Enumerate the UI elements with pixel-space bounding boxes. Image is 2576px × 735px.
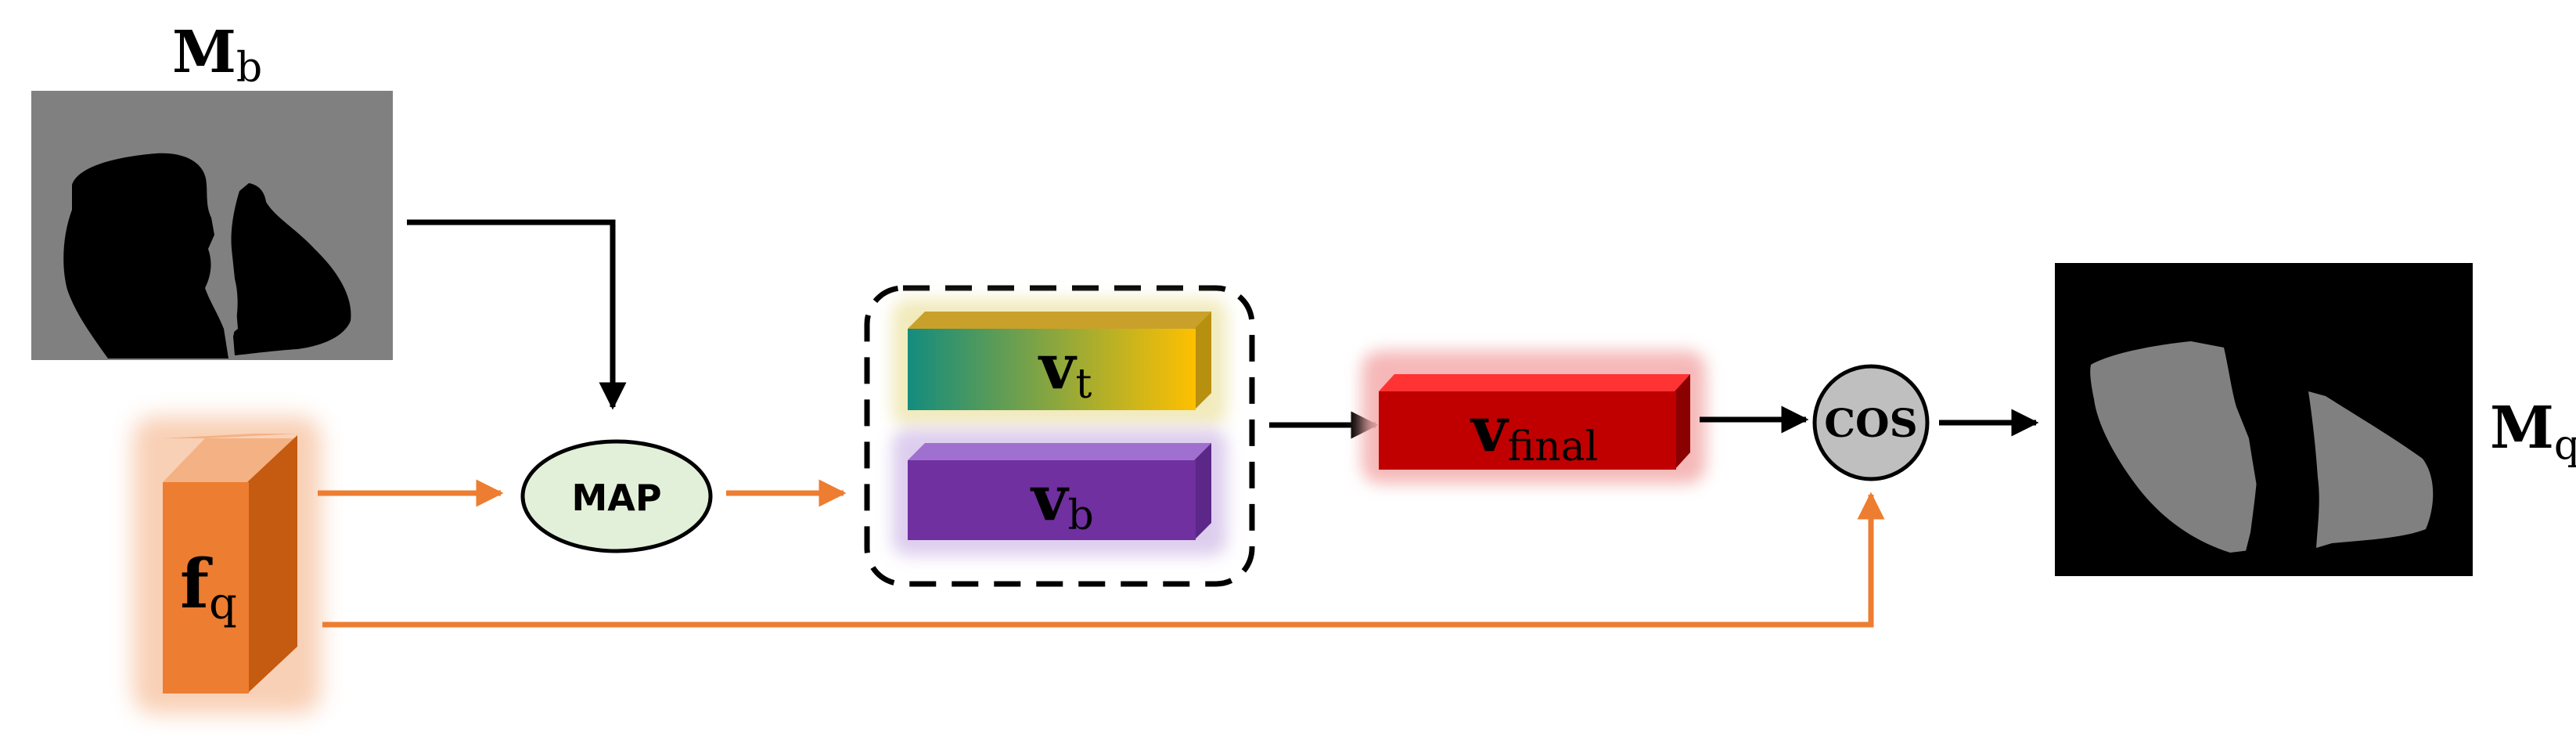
- cos-label: COS: [1824, 400, 1917, 446]
- mb-to-map-arrow: [407, 219, 627, 410]
- cos-node: [1812, 364, 1930, 481]
- map-node: [520, 439, 713, 553]
- vt-label: vt: [1038, 330, 1092, 408]
- vt-bar: [892, 299, 1227, 426]
- mb-label: Mb: [172, 19, 262, 92]
- fq-label: fq: [180, 545, 237, 629]
- fq-to-cos-arrow: [322, 492, 1885, 628]
- map-label: MAP: [571, 477, 661, 519]
- vb-bar: [892, 429, 1227, 556]
- support-mask-image: [31, 91, 393, 360]
- mq-label: Mq: [2490, 395, 2576, 469]
- vfinal-label: vfinal: [1470, 392, 1598, 470]
- prototype-container: [864, 285, 1255, 587]
- feature-block-fq: [133, 416, 321, 714]
- vfinal-bar: [1362, 351, 1706, 484]
- vb-label: vb: [1030, 461, 1094, 539]
- query-mask-image: [2055, 263, 2473, 576]
